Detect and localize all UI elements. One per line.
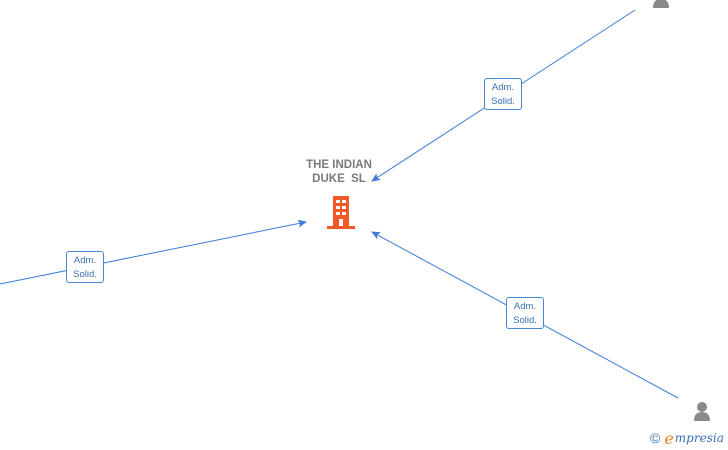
relation-label-line2: Solid. [491,96,515,107]
edge-left [0,219,307,285]
copyright-symbol: © [650,430,661,446]
brand-logo: © e mpresia [650,428,724,448]
building-icon[interactable] [325,194,357,230]
relation-label[interactable]: Adm. Solid. [66,251,104,283]
relation-label-line2: Solid. [513,315,537,326]
relation-label-line1: Adm. [73,255,97,266]
relation-label-line2: Solid. [73,269,97,280]
relation-label-line1: Adm. [491,82,515,93]
company-name-line2: DUKE SL [312,173,366,185]
company-name-line1: THE INDIAN [306,159,372,171]
person-icon[interactable] [652,0,670,8]
brand-name: mpresia [674,431,724,445]
relation-label-line1: Adm. [513,301,537,312]
company-name[interactable]: THE INDIAN DUKE SL [296,158,382,186]
brand-initial: e [664,428,674,448]
relation-label[interactable]: Adm. Solid. [484,78,522,110]
person-icon[interactable] [693,401,711,421]
relation-label[interactable]: Adm. Solid. [506,297,544,329]
